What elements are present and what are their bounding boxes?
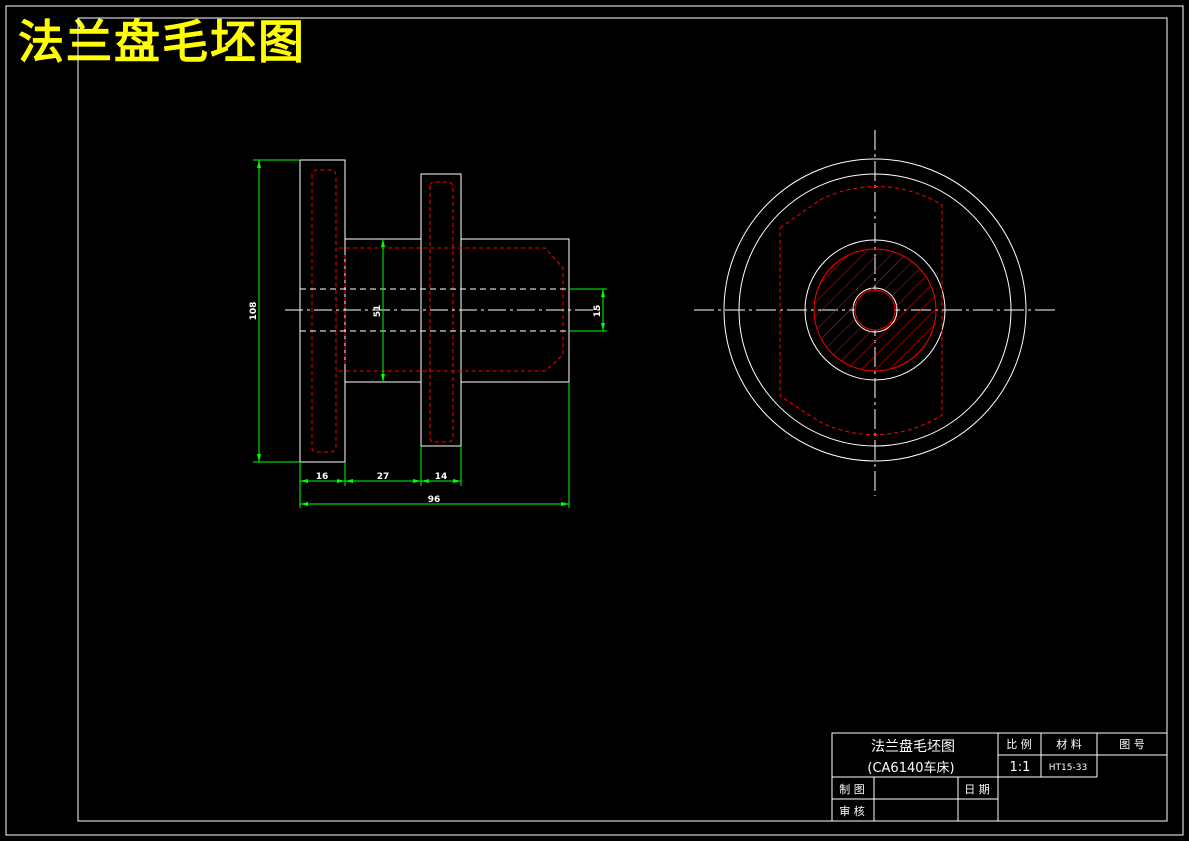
dim-overall-height: 108 [249,302,259,321]
title-block-subtitle: (CA6140车床) [867,760,954,776]
scale-label: 比 例 [1006,737,1032,751]
side-view: 108 51 15 16 27 14 96 [249,159,607,508]
end-view [694,130,1056,496]
dim-neck-length: 27 [377,472,390,482]
scale-value: 1:1 [1010,760,1031,775]
dim-bore-diameter: 15 [593,305,603,318]
drawing-title: 法兰盘毛坯图 [18,15,306,69]
finished-part-hidden-lines [311,169,564,453]
checked-by-label: 审 核 [839,804,865,818]
drawn-by-label: 制 图 [839,783,865,796]
dim-flange-width: 16 [316,472,329,482]
dim-second-flange-width: 14 [435,472,448,482]
dim-hub-diameter: 51 [373,305,383,318]
date-label: 日 期 [964,783,990,796]
material-value: HT15-33 [1049,763,1087,773]
dimension-texts: 108 51 15 16 27 14 96 [249,302,603,505]
dim-overall-length: 96 [428,495,441,505]
bore-hidden-lines [300,288,569,332]
sheet-border [5,5,1184,836]
bore-circle [854,289,896,331]
flat-flange-hidden [779,186,943,436]
end-view-circles [723,158,1027,462]
drawing-no-label: 图 号 [1119,738,1145,751]
title-block: 法兰盘毛坯图 (CA6140车床) 比 例 1:1 材 料 HT15-33 图 … [831,732,1168,822]
side-view-outline [299,159,570,463]
material-label: 材 料 [1056,737,1082,751]
title-block-part-name: 法兰盘毛坯图 [871,738,955,755]
dimension-arrows [257,160,605,506]
